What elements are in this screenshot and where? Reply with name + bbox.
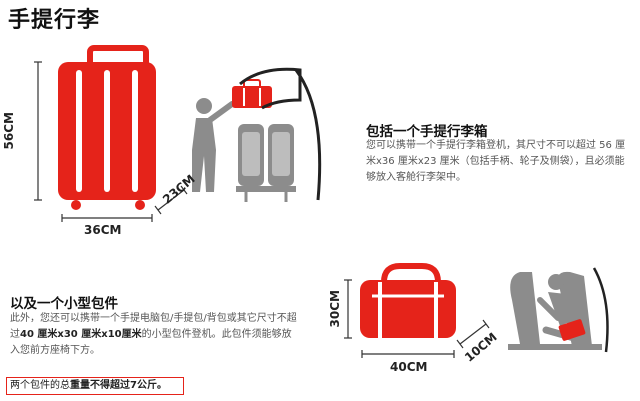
carry-on-description: 您可以携带一个手提行李箱登机，其尺寸不可以超过 56 厘米x36 厘米x23 厘… [366, 140, 626, 183]
small-bag-description: 此外，您还可以携带一个手提电脑包/手提包/背包或其它尺寸不超过40 厘米x30 … [10, 311, 298, 359]
suitcase-width-label: 36CM [84, 223, 122, 237]
small-bag-dimensions: 40 厘米x30 厘米x10厘米 [20, 329, 142, 340]
small-bag-heading: 以及一个小型包件 [10, 296, 118, 312]
suitcase-height-label: 56CM [2, 112, 16, 150]
page-title: 手提行李 [8, 8, 101, 33]
small-bag-desc-prefix: 此外，您还可以携带一个手提电脑包/手提包/背包或其它尺寸不超过 [10, 313, 297, 340]
weight-notice: 两个包件的总重量不得超过7公斤。 [6, 377, 184, 395]
carry-on-heading: 包括一个手提行李箱 [366, 124, 488, 140]
weight-notice-prefix: 两个包件的总 [10, 380, 70, 391]
duffel-height-label: 30CM [328, 290, 342, 328]
weight-notice-limit: 重量不得超过7公斤。 [70, 380, 167, 391]
small-bag-desc-suffix: 的小型包件登机。此包件须能够放入您前方座椅下方。 [10, 329, 292, 356]
duffel-width-label: 40CM [390, 360, 428, 374]
